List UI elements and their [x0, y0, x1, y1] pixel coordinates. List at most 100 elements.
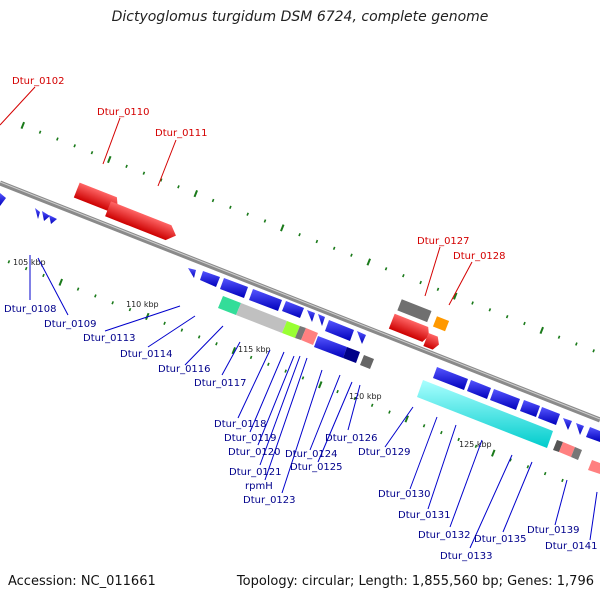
map-title: Dictyoglomus turgidum DSM 6724, complete… — [111, 9, 489, 25]
tick-track-upper — [20, 121, 595, 353]
label-dtur0135: Dtur_0135 — [474, 534, 527, 545]
gene-dtur0111[interactable] — [105, 201, 179, 243]
tick-mark-upper — [488, 308, 492, 312]
tick-mark-lower — [474, 444, 478, 448]
tick-mark-upper — [20, 121, 25, 129]
tick-mark-upper — [159, 178, 163, 182]
label-dtur0114: Dtur_0114 — [120, 349, 173, 360]
tick-mark-lower — [267, 362, 270, 366]
label-dtur0132: Dtur_0132 — [418, 530, 471, 541]
kbp-label-115: 115 kbp — [238, 345, 271, 354]
label-dtur0116: Dtur_0116 — [158, 364, 211, 375]
tick-mark-upper — [38, 130, 42, 134]
tick-mark-lower — [370, 403, 374, 407]
label-dtur0131: Dtur_0131 — [398, 510, 451, 521]
gene-strip-115kbp[interactable] — [218, 296, 374, 369]
gene-rrna-block[interactable] — [417, 380, 600, 474]
label-dtur0125: Dtur_0125 — [290, 462, 343, 473]
tick-mark-upper — [107, 155, 112, 164]
tick-mark-lower — [94, 294, 97, 298]
bottom-leader-lines — [29, 255, 598, 549]
label-dtur0128: Dtur_0128 — [453, 251, 506, 262]
top-leader-lines — [0, 86, 473, 306]
label-dtur0108: Dtur_0108 — [4, 304, 57, 315]
kbp-label-110: 110 kbp — [126, 300, 159, 309]
genome-backbone-highlight — [0, 181, 600, 420]
tick-mark-upper — [193, 190, 198, 198]
tick-mark-lower — [76, 287, 80, 291]
tick-mark-lower — [24, 266, 28, 271]
gene-dtur0127-gray[interactable] — [397, 299, 432, 323]
gene-blue-mid[interactable] — [188, 268, 366, 344]
gene-dtur0128[interactable] — [423, 332, 441, 351]
gene-dtur0110[interactable] — [73, 182, 121, 214]
tick-mark-upper — [436, 287, 440, 292]
kbp-label-125: 125 kbp — [459, 440, 492, 449]
label-dtur0133: Dtur_0133 — [440, 551, 493, 562]
tick-mark-lower — [457, 437, 460, 442]
label-dtur0141: Dtur_0141 — [545, 541, 598, 552]
label-dtur0130: Dtur_0130 — [378, 489, 431, 500]
label-dtur0127: Dtur_0127 — [417, 236, 470, 247]
tick-mark-upper — [539, 326, 544, 334]
label-dtur0121: Dtur_0121 — [229, 467, 282, 478]
tick-mark-lower — [301, 376, 305, 380]
tick-mark-lower — [249, 355, 253, 360]
tick-mark-upper — [90, 150, 94, 155]
tick-mark-upper — [211, 198, 215, 203]
tick-mark-lower — [215, 342, 218, 346]
label-dtur0129: Dtur_0129 — [358, 447, 411, 458]
label-dtur0120: Dtur_0120 — [228, 447, 281, 458]
gene-dtur0127[interactable] — [388, 313, 432, 344]
tick-mark-upper — [505, 314, 509, 319]
tick-mark-lower — [336, 389, 339, 394]
label-dtur0102: Dtur_0102 — [12, 76, 65, 87]
label-dtur0113: Dtur_0113 — [83, 333, 136, 344]
tick-mark-lower — [543, 471, 547, 476]
tick-mark-upper — [246, 212, 249, 216]
tick-mark-upper — [177, 185, 180, 189]
tick-mark-lower — [526, 465, 530, 469]
genome-backbone — [0, 180, 600, 423]
tick-mark-upper — [592, 349, 595, 353]
label-dtur0117: Dtur_0117 — [194, 378, 247, 389]
tick-mark-upper — [471, 301, 474, 305]
tick-mark-upper — [142, 171, 146, 175]
label-dtur0110: Dtur_0110 — [97, 107, 150, 118]
gene-blue-left[interactable] — [0, 193, 57, 224]
tick-mark-upper — [557, 335, 561, 339]
tick-mark-lower — [42, 273, 45, 278]
label-dtur0119: Dtur_0119 — [224, 433, 277, 444]
kbp-label-105: 105 kbp — [13, 258, 46, 267]
tick-mark-lower — [163, 321, 166, 325]
gene-blue-right[interactable] — [433, 367, 600, 442]
tick-mark-lower — [111, 301, 114, 305]
tick-mark-upper — [366, 258, 371, 266]
tick-mark-upper — [332, 246, 336, 251]
tick-mark-lower — [404, 415, 409, 423]
tick-mark-lower — [197, 335, 201, 339]
tick-mark-lower — [128, 307, 132, 312]
tick-mark-lower — [491, 449, 496, 457]
tick-track-lower — [7, 260, 564, 483]
tick-mark-lower — [388, 410, 391, 414]
tick-mark-upper — [384, 267, 388, 271]
topology-text: Topology: circular; Length: 1,855,560 bp… — [236, 574, 594, 589]
tick-mark-upper — [229, 205, 232, 210]
tick-mark-lower — [284, 369, 287, 373]
tick-mark-lower — [58, 278, 63, 286]
tick-mark-lower — [440, 430, 443, 435]
tick-mark-upper — [350, 253, 353, 257]
tick-mark-upper — [73, 144, 76, 148]
label-dtur0139: Dtur_0139 — [527, 525, 580, 536]
label-dtur0111: Dtur_0111 — [155, 128, 208, 139]
accession-text: Accession: NC_011661 — [8, 574, 156, 589]
label-dtur0109: Dtur_0109 — [44, 319, 97, 330]
label-dtur0123: Dtur_0123 — [243, 495, 296, 506]
tick-mark-upper — [125, 164, 128, 169]
tick-mark-lower — [422, 424, 426, 428]
tick-mark-lower — [7, 260, 11, 264]
kbp-label-120: 120 kbp — [349, 392, 382, 401]
label-dtur0118: Dtur_0118 — [214, 419, 267, 430]
gene-orange[interactable] — [432, 316, 450, 332]
